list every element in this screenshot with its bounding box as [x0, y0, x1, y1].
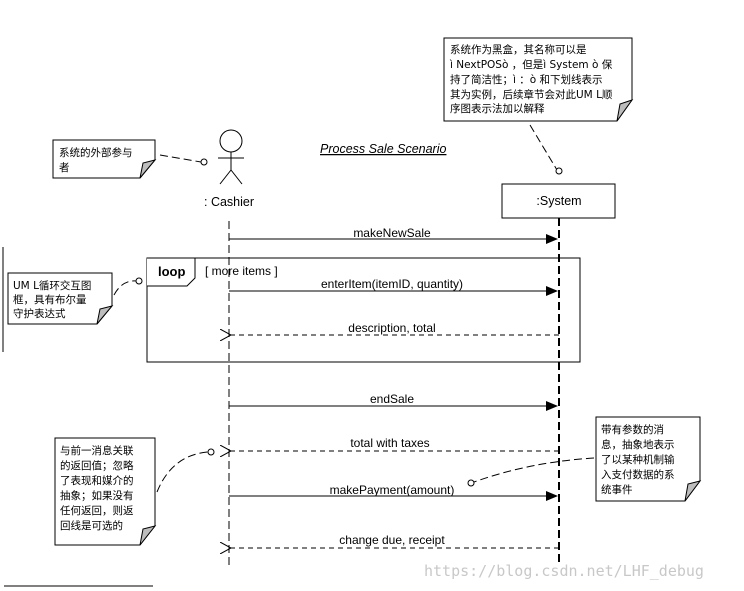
note-parameter-message: 带有参数的消 息，抽象地表示 了以某种机制输 入支付数据的系 统事件	[595, 416, 702, 502]
message-make-payment: makePayment(amount)	[229, 483, 558, 501]
message-label: enterItem(itemID, quantity)	[321, 277, 463, 291]
return-description-total: description, total	[231, 321, 559, 335]
message-label: description, total	[348, 321, 435, 335]
note-line: 了以某种机制输	[601, 453, 675, 466]
connector	[529, 124, 558, 171]
loop-tag-box	[147, 257, 196, 287]
cashier-label: : Cashier	[204, 195, 254, 209]
loop-tag: loop	[158, 264, 185, 279]
connector-end	[207, 448, 215, 456]
note-line: 持了简洁性；ì ：ò 和下划线表示	[450, 73, 603, 86]
note-line: ì NextPOSò ，但是ì System ò 保	[449, 58, 613, 71]
note-system-black-box: 系统作为黑盒，其名称可以是 ì NextPOSò ，但是ì System ò 保…	[443, 37, 634, 122]
system-label: :System	[536, 194, 581, 208]
watermark: https://blog.csdn.net/LHF_debug	[424, 562, 704, 580]
message-enter-item: enterItem(itemID, quantity)	[229, 277, 558, 296]
note-line: 息，抽象地表示	[601, 438, 675, 451]
connector	[113, 280, 137, 296]
note-line: 带有参数的消	[601, 423, 664, 436]
message-make-new-sale: makeNewSale	[229, 226, 558, 244]
return-change-due-receipt: change due, receipt	[231, 533, 559, 548]
note-line: 的返回值；忽略	[60, 459, 134, 472]
note-external-actor: 系统的外部参与 者	[52, 139, 157, 179]
note-line: 序图表示法加以解释	[450, 102, 545, 115]
connector-end	[467, 479, 475, 487]
connector-end	[555, 167, 563, 175]
message-label: total with taxes	[350, 436, 429, 450]
loop-frame	[146, 257, 581, 363]
note-line: 回线是可选的	[60, 519, 123, 532]
note-line: 任何返回，则返	[60, 504, 134, 517]
note-line: UM L循环交互图	[13, 279, 91, 292]
note-line: 其为实例，后续章节会对此UM L顺	[450, 88, 613, 101]
message-label: makeNewSale	[353, 226, 431, 240]
note-line: 守护表达式	[13, 307, 66, 320]
message-label: endSale	[370, 392, 414, 406]
note-line: 系统作为黑盒，其名称可以是	[450, 43, 587, 56]
note-line: 统事件	[601, 483, 633, 496]
message-end-sale: endSale	[229, 392, 558, 411]
note-return-value: 与前一消息关联 的返回值；忽略 了表现和媒介的 抽象；如果没有 任何返回，则返 …	[54, 437, 157, 546]
cashier-actor-icon	[218, 129, 244, 185]
note-line: 入支付数据的系	[601, 468, 675, 481]
note-line: 者	[59, 162, 70, 174]
message-label: makePayment(amount)	[330, 483, 455, 497]
note-line: 抽象；如果没有	[60, 489, 134, 502]
return-total-with-taxes: total with taxes	[231, 436, 559, 451]
system-box	[501, 183, 616, 219]
connector	[159, 154, 202, 163]
note-line: 了表现和媒介的	[60, 474, 134, 487]
connector-end	[135, 277, 143, 285]
message-label: change due, receipt	[339, 533, 445, 547]
diagram-title: Process Sale Scenario	[320, 142, 447, 156]
note-line: 系统的外部参与	[59, 146, 133, 159]
connector	[473, 457, 595, 483]
note-line: 与前一消息关联	[60, 444, 134, 457]
note-loop-frame: UM L循环交互图 框，具有布尔量 守护表达式	[7, 272, 114, 325]
loop-guard: [ more items ]	[205, 264, 278, 278]
connector	[156, 451, 209, 493]
note-line: 框，具有布尔量	[13, 293, 87, 306]
connector-end	[200, 158, 208, 166]
